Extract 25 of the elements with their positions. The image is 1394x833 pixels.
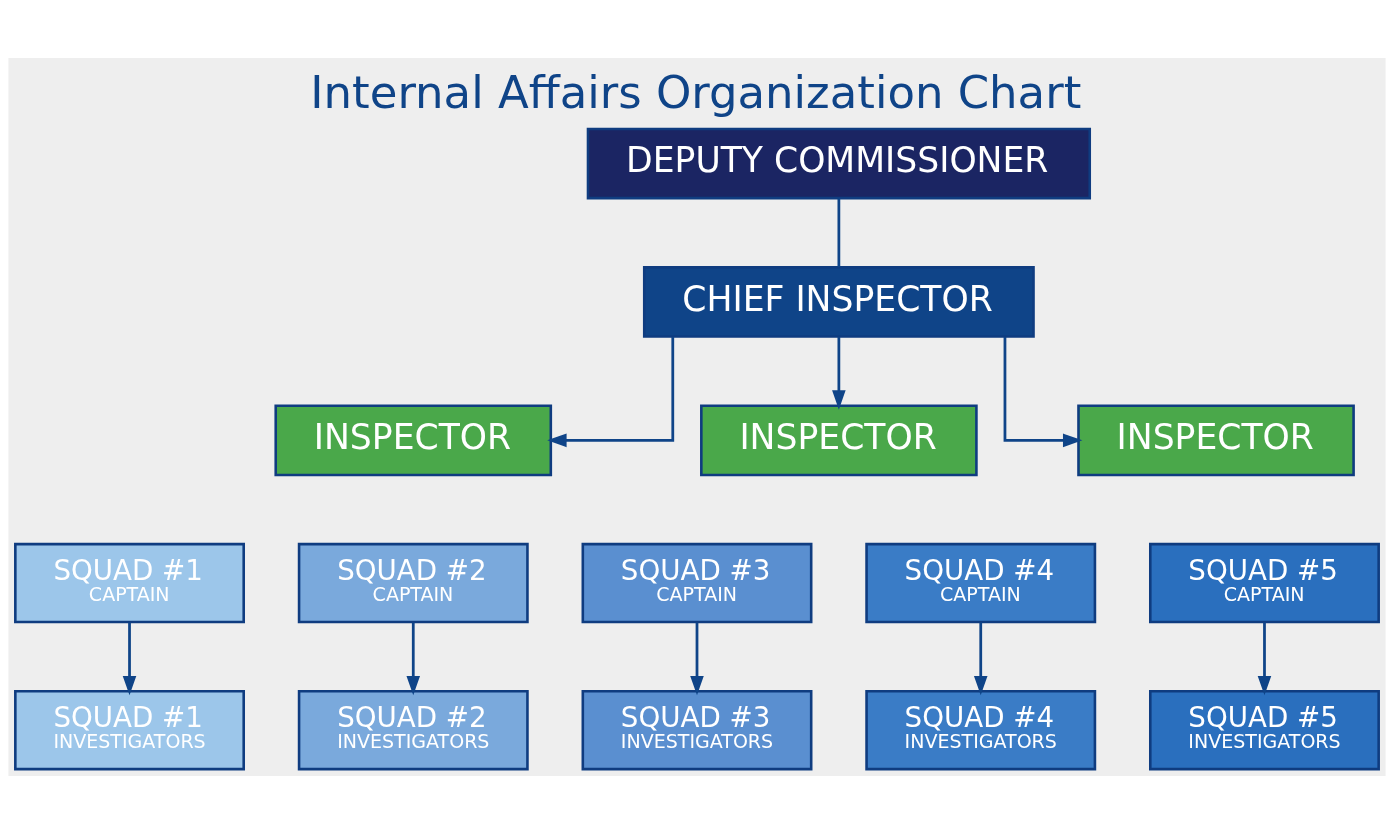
node-box: INSPECTOR <box>700 403 978 476</box>
node-box: SQUAD #3 CAPTAIN <box>581 542 813 623</box>
arrow <box>690 622 704 695</box>
arrow <box>122 622 137 695</box>
node-box: SQUAD #1 CAPTAIN <box>14 542 245 623</box>
arrow <box>406 622 421 695</box>
node-box: SQUAD #2 INVESTIGATORS <box>297 689 529 770</box>
arrow <box>1257 622 1272 695</box>
node-box: SQUAD #2 CAPTAIN <box>297 542 529 623</box>
node-box: SQUAD #5 INVESTIGATORS <box>1149 689 1380 770</box>
node-box: SQUAD #1 INVESTIGATORS <box>14 689 245 770</box>
arrow <box>973 622 988 695</box>
arrow <box>547 336 675 447</box>
diagram-title: Internal Affairs Organization Chart <box>310 65 1082 119</box>
arrow <box>832 336 846 410</box>
node-box: INSPECTOR <box>1077 403 1355 476</box>
node-box: DEPUTY COMMISSIONER <box>586 127 1092 199</box>
node-box: INSPECTOR <box>274 403 553 476</box>
node-box: CHIEF INSPECTOR <box>642 265 1035 338</box>
node-box: SQUAD #5 CAPTAIN <box>1149 542 1380 623</box>
node-box: SQUAD #3 INVESTIGATORS <box>581 689 813 770</box>
node-box: SQUAD #4 INVESTIGATORS <box>865 689 1097 770</box>
node-box: SQUAD #4 CAPTAIN <box>865 542 1097 623</box>
connector <box>837 197 841 267</box>
arrow <box>1003 336 1083 447</box>
